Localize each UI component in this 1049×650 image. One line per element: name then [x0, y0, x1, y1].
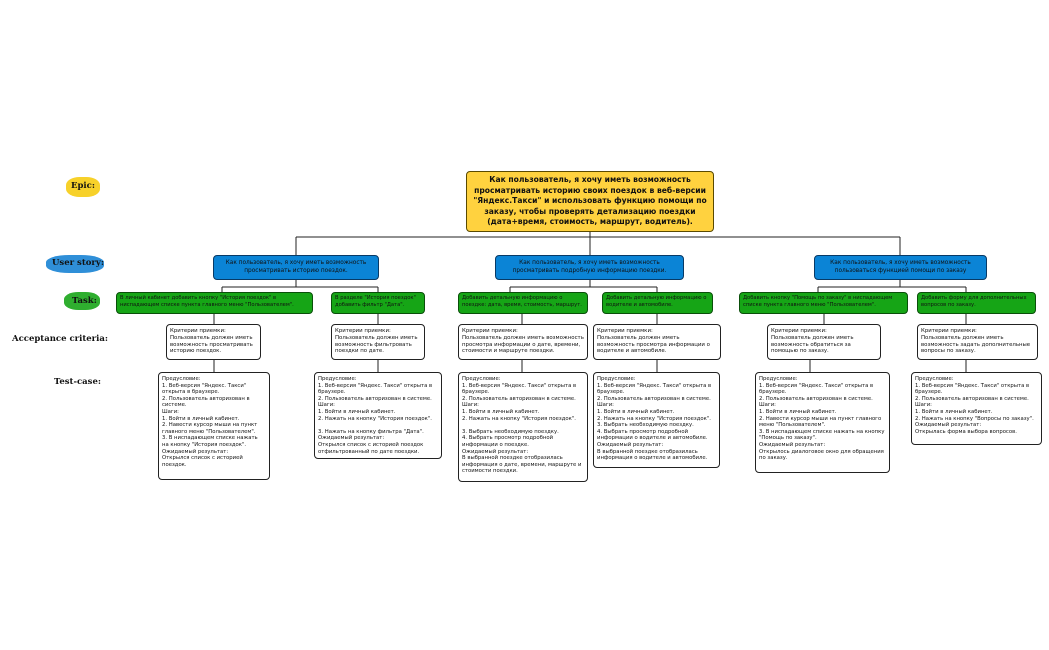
test-case-box[interactable]: Предусловие: 1. Веб-версия "Яндекс. Такс…: [593, 372, 720, 468]
epic-text: Как пользователь, я хочу иметь возможнос…: [473, 175, 707, 227]
task-text: Добавить кнопку "Помощь по заказу" в нис…: [743, 295, 893, 308]
task-box[interactable]: Добавить детальную информацию о водителе…: [602, 292, 713, 314]
story-label-highlight: [46, 255, 104, 273]
acceptance-criteria-box[interactable]: Критерии приемки: Пользователь должен им…: [458, 324, 588, 360]
task-text: Добавить детальную информацию о поездке:…: [462, 295, 582, 308]
task-text: В разделе "История поездок" добавить фил…: [335, 295, 416, 308]
user-story-box[interactable]: Как пользователь, я хочу иметь возможнос…: [814, 255, 987, 280]
acceptance-criteria-box[interactable]: Критерии приемки: Пользователь должен им…: [593, 324, 721, 360]
task-box[interactable]: Добавить детальную информацию о поездке:…: [458, 292, 588, 314]
user-story-text: Как пользователь, я хочу иметь возможнос…: [830, 260, 971, 274]
task-box[interactable]: В личный кабинет добавить кнопку "Истори…: [116, 292, 313, 314]
epic-box[interactable]: Как пользователь, я хочу иметь возможнос…: [466, 171, 714, 232]
epic-label-highlight: [66, 177, 100, 197]
test-case-box[interactable]: Предусловие: 1. Веб-версия "Яндекс. Такс…: [158, 372, 270, 480]
task-text: Добавить форму для дополнительных вопрос…: [921, 295, 1027, 308]
task-text: Добавить детальную информацию о водителе…: [606, 295, 707, 308]
task-label-highlight: [64, 292, 100, 310]
acceptance-criteria-box[interactable]: Критерии приемки: Пользователь должен им…: [767, 324, 881, 360]
task-text: В личный кабинет добавить кнопку "Истори…: [120, 295, 294, 308]
epic-row-label: Epic:: [71, 181, 95, 191]
acceptance-criteria-box[interactable]: Критерии приемки: Пользователь должен им…: [331, 324, 425, 360]
test-case-box[interactable]: Предусловие: 1. Веб-версия "Яндекс. Такс…: [314, 372, 442, 459]
task-box[interactable]: Добавить кнопку "Помощь по заказу" в нис…: [739, 292, 908, 314]
user-story-text: Как пользователь, я хочу иметь возможнос…: [512, 260, 667, 274]
acceptance-criteria-box[interactable]: Критерии приемки: Пользователь должен им…: [166, 324, 261, 360]
user-story-text: Как пользователь, я хочу иметь возможнос…: [225, 260, 367, 274]
user-story-box[interactable]: Как пользователь, я хочу иметь возможнос…: [213, 255, 379, 280]
acceptance-criteria-box[interactable]: Критерии приемки: Пользователь должен им…: [917, 324, 1038, 360]
test-case-box[interactable]: Предусловие: 1. Веб-версия "Яндекс. Такс…: [755, 372, 890, 473]
task-box[interactable]: В разделе "История поездок" добавить фил…: [331, 292, 425, 314]
task-row-label: Task:: [72, 296, 97, 306]
criteria-row-label: Acceptance criteria:: [12, 334, 109, 344]
user-story-box[interactable]: Как пользователь, я хочу иметь возможнос…: [495, 255, 684, 280]
testcase-row-label: Test-case:: [54, 377, 102, 387]
test-case-box[interactable]: Предусловие: 1. Веб-версия "Яндекс. Такс…: [911, 372, 1042, 445]
story-row-label: User story:: [52, 258, 104, 268]
test-case-box[interactable]: Предусловие: 1. Веб-версия "Яндекс. Такс…: [458, 372, 588, 482]
task-box[interactable]: Добавить форму для дополнительных вопрос…: [917, 292, 1036, 314]
